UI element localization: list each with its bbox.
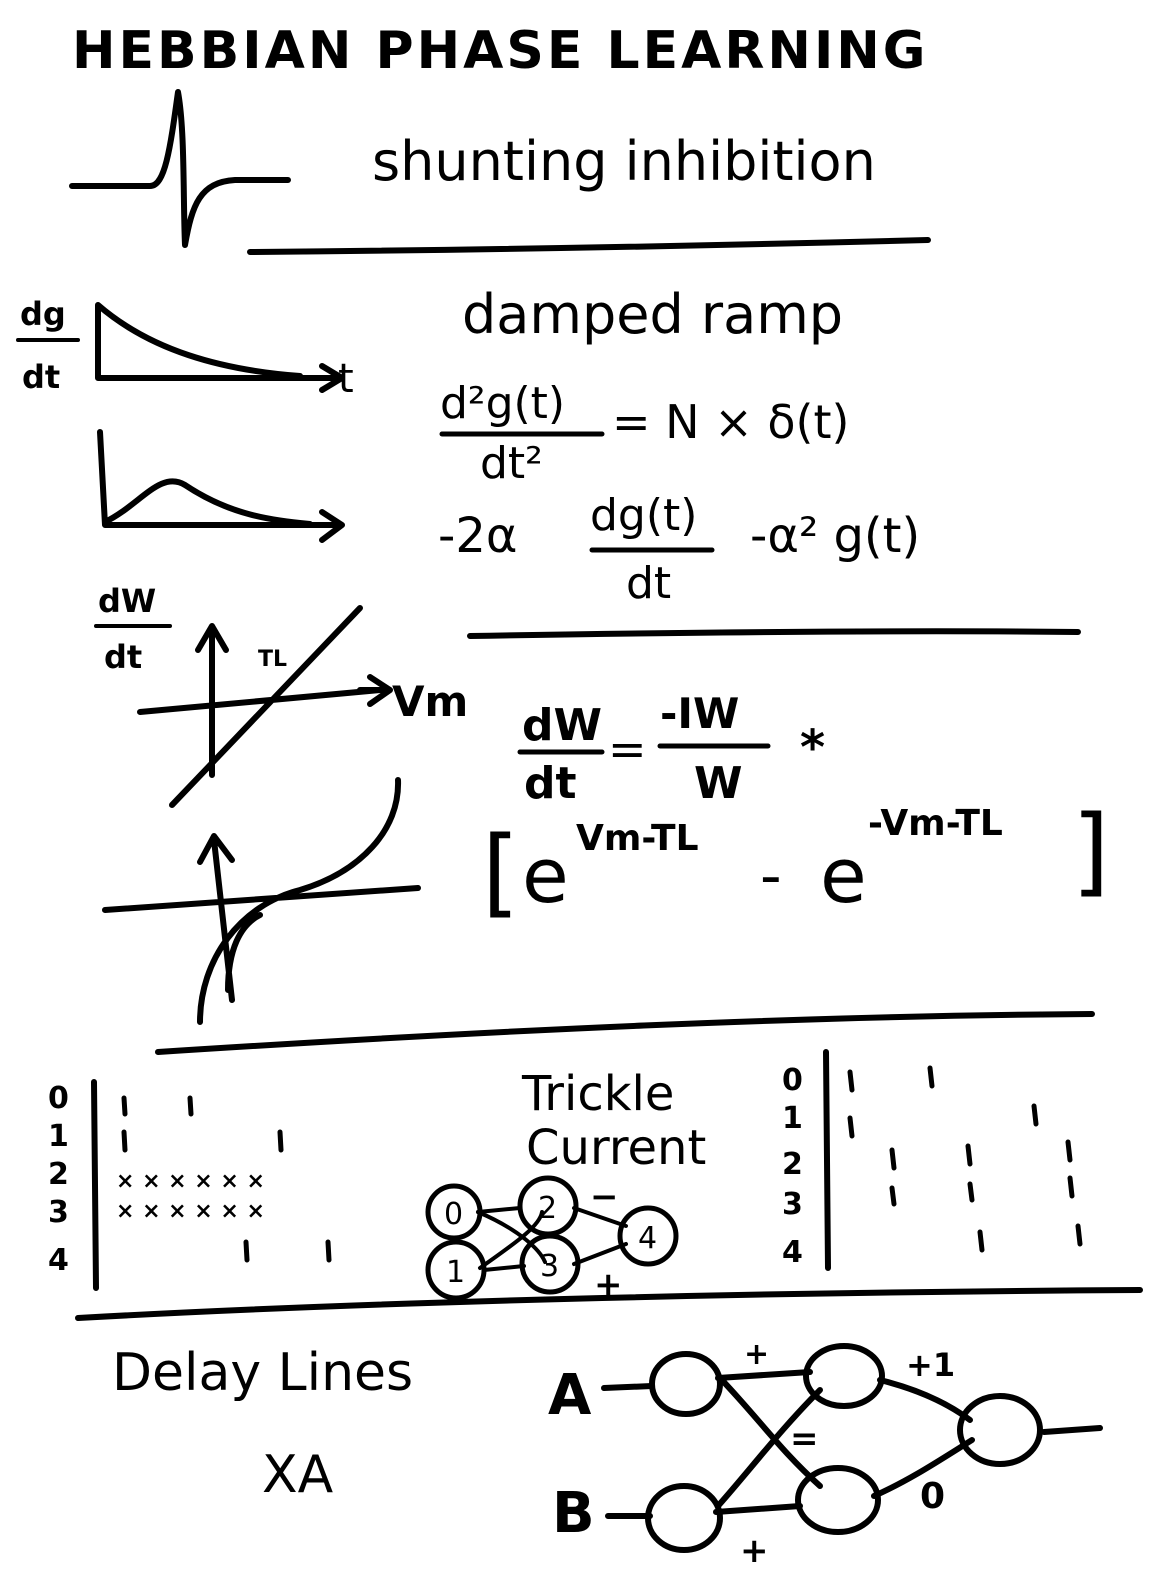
weight-cross: = — [790, 1419, 819, 1459]
delay-network: A B + +1 = + 0 — [548, 1337, 1103, 1571]
delay-node-output — [957, 1393, 1043, 1467]
exponential-plot — [102, 777, 421, 1025]
eq3-equals: = — [608, 722, 647, 776]
right-row-label: 4 — [782, 1235, 803, 1270]
trickle-label: Trickle — [521, 1066, 674, 1122]
damped-ramp-label: damped ramp — [462, 283, 843, 346]
left-row-label: 4 — [48, 1243, 69, 1278]
eq3-e2: e — [820, 831, 867, 920]
linear-plot — [137, 605, 383, 808]
left-raster-axis — [91, 1079, 99, 1291]
right-row-label: 1 — [782, 1101, 803, 1136]
eq3-exponent-1: Vm-TL — [576, 818, 699, 859]
eq1-denominator: dt² — [480, 438, 543, 489]
weight-top-right: +1 — [906, 1346, 955, 1384]
page-title: HEBBIAN PHASE LEARNING — [72, 21, 929, 81]
dw-axis-label: dW — [98, 582, 156, 620]
left-row-label: 0 — [48, 1081, 69, 1116]
threshold-label: TL — [258, 647, 287, 672]
dt-axis-label: dt — [22, 358, 60, 396]
delay-node-b — [645, 1483, 723, 1553]
input-b-label: B — [552, 1481, 595, 1546]
delay-node-a — [649, 1351, 723, 1417]
shunting-inhibition-label: shunting inhibition — [372, 130, 876, 193]
eq2-suffix: -α² g(t) — [750, 508, 920, 564]
spike-waveform-icon — [69, 89, 291, 248]
trickle-network: 0 1 2 3 4 − + — [425, 1175, 679, 1305]
dw-dt-axis-label: dt — [104, 638, 142, 676]
delay-node-bottom-hidden — [795, 1465, 881, 1535]
left-raster-ticks — [121, 1095, 332, 1263]
eq3-star: * — [800, 720, 825, 776]
eq3-e1: e — [522, 831, 569, 920]
right-raster-ticks — [847, 1065, 1083, 1253]
eq3-rhs-numerator: -IW — [660, 689, 739, 738]
eq3-bracket-close: ] — [1072, 795, 1109, 907]
left-row-label: 3 — [48, 1195, 69, 1230]
right-raster: 0 1 2 3 4 — [782, 1049, 1083, 1271]
network-node-label: 1 — [446, 1255, 465, 1290]
svg-text:× × × × × ×: × × × × × × — [116, 1169, 265, 1194]
left-row-label: 1 — [48, 1119, 69, 1154]
eq1-rhs: = N × δ(t) — [612, 395, 849, 449]
t-axis-label: t — [338, 356, 354, 402]
divider-1 — [247, 237, 931, 255]
inhibitory-sign: − — [590, 1177, 619, 1217]
left-row-label: 2 — [48, 1157, 69, 1192]
weight-top: + — [744, 1337, 769, 1372]
eq2-denominator: dt — [626, 558, 671, 609]
right-row-label: 3 — [782, 1187, 803, 1222]
dg-axis-label: dg — [20, 295, 66, 333]
network-node-0 — [425, 1183, 483, 1241]
network-node-label: 0 — [444, 1197, 463, 1232]
right-row-label: 0 — [782, 1063, 803, 1098]
weight-bottom-right: 0 — [920, 1476, 945, 1517]
eq3-exponent-2: -Vm-TL — [868, 803, 1003, 844]
network-edges — [476, 1206, 628, 1272]
eq3-minus: - — [760, 841, 782, 911]
left-raster-crosses: × × × × × × × × × × × × — [116, 1169, 265, 1224]
eq3-lhs-numerator: dW — [522, 700, 602, 751]
damped-ramp-plot — [97, 429, 313, 528]
xa-label: XA — [262, 1445, 334, 1505]
delay-lines-label: Delay Lines — [112, 1343, 413, 1403]
eq3-rhs-denominator: W — [694, 758, 743, 809]
network-node-label: 2 — [538, 1191, 557, 1226]
eq2-numerator: dg(t) — [590, 490, 697, 541]
network-node-4 — [617, 1205, 679, 1267]
current-label: Current — [526, 1120, 706, 1176]
delay-network-edges — [601, 1369, 1103, 1519]
eq1-numerator: d²g(t) — [440, 378, 565, 429]
delay-node-top-hidden — [803, 1343, 885, 1409]
vm-arrow-icon — [357, 674, 393, 707]
right-raster-axis — [823, 1049, 831, 1271]
network-node-label: 4 — [638, 1221, 657, 1256]
input-a-label: A — [548, 1363, 592, 1428]
left-raster: 0 1 2 3 4 × × × × × × × × × × × × — [48, 1079, 332, 1291]
network-node-label: 3 — [540, 1249, 559, 1284]
divider-3 — [155, 1011, 1095, 1055]
eq3-lhs-denominator: dt — [524, 758, 577, 809]
divider-2 — [467, 628, 1081, 639]
svg-text:× × × × × ×: × × × × × × — [116, 1199, 265, 1224]
right-row-label: 2 — [782, 1147, 803, 1182]
eq2-prefix: -2α — [438, 508, 518, 564]
vm-axis-label: Vm — [392, 677, 468, 726]
divider-4 — [75, 1287, 1143, 1321]
weight-bottom: + — [740, 1531, 769, 1571]
network-node-3 — [519, 1233, 581, 1295]
decay-arrow-icon — [297, 363, 345, 393]
network-node-1 — [425, 1239, 487, 1301]
ramp-arrow-icon — [307, 509, 345, 543]
decay-plot — [95, 302, 303, 381]
eq3-bracket-open: [ — [482, 816, 519, 928]
